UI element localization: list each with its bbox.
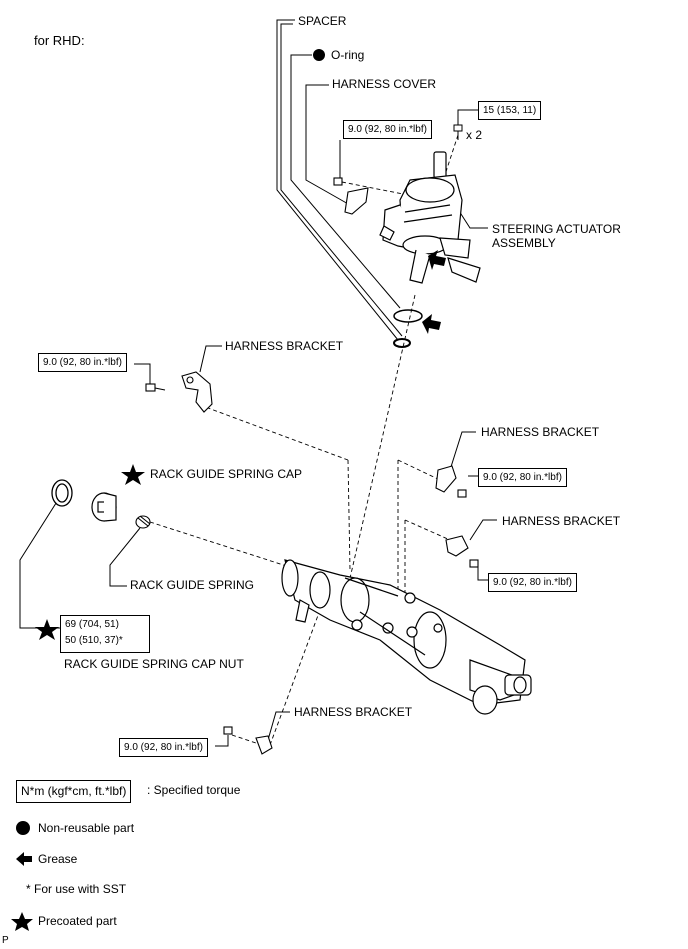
o-ring-leader [290, 54, 401, 309]
for-rhd-heading: for RHD: [34, 33, 85, 48]
rack-guide-spring-cap-nut-label: RACK GUIDE SPRING CAP NUT [64, 657, 244, 671]
o-ring-label: O-ring [331, 48, 365, 62]
top-bolt-torque-leader [457, 109, 478, 125]
axis-bottom-bracket [269, 609, 321, 746]
torque-box-cap-nut: 69 (704, 51) 50 (510, 37)* [60, 615, 150, 653]
rack-guide-spring-label: RACK GUIDE SPRING [130, 578, 255, 592]
spring-part [135, 515, 151, 529]
harness-bracket-right-2 [445, 535, 479, 568]
steering-actuator-assembly [379, 151, 481, 284]
rack-guide-spring-cap-label: RACK GUIDE SPRING CAP [150, 467, 303, 481]
torque-box-bracket-right1: 9.0 (92, 80 in.*lbf) [478, 468, 567, 487]
legend-non-reusable-dot [16, 821, 30, 835]
torque-box-bracket-left: 9.0 (92, 80 in.*lbf) [38, 353, 127, 372]
harness-bracket-left-label: HARNESS BRACKET [225, 339, 344, 353]
bracket-r2-torque-leader [477, 562, 492, 581]
legend-symbols [11, 821, 33, 931]
assembly-label: ASSEMBLY [492, 236, 556, 250]
bracket-r1-leader [449, 431, 476, 471]
torque-box-bracket-right2: 9.0 (92, 80 in.*lbf) [488, 573, 577, 592]
top-bolt [453, 124, 463, 140]
spacer-leader [276, 19, 399, 341]
bracket-bottom-torque-leader [215, 735, 229, 747]
o-ring-part [393, 309, 423, 323]
o-ring-non-reusable-dot [313, 49, 325, 61]
legend-non-reusable-label: Non-reusable part [38, 821, 135, 835]
harness-cover-leader [305, 84, 351, 206]
spacer-leader-inner [280, 23, 403, 337]
torque-box-top-bolt: 15 (153, 11) [478, 101, 542, 120]
bracket-left-torque-leader [134, 363, 151, 385]
bracket-left-leader [199, 345, 222, 373]
axis-r1 [397, 459, 441, 481]
harness-bracket-right2-label: HARNESS BRACKET [502, 514, 621, 528]
axis-r2 [404, 519, 451, 541]
torque-box-harness-cover: 9.0 (92, 80 in.*lbf) [343, 120, 432, 139]
legend-torque-desc: : Specified torque [147, 783, 241, 797]
star-spring-cap [121, 464, 145, 485]
spacer-part [393, 338, 411, 348]
axis-cover-bolt [341, 181, 409, 196]
spring-cap-part [91, 492, 117, 522]
harness-bracket-right-1 [435, 465, 467, 498]
axis-bracket-left-down [347, 459, 351, 571]
axis-bottom-bolt [231, 734, 263, 746]
axis-bracket-left [199, 404, 349, 461]
cap-nut-torque-2: 50 (510, 37)* [65, 635, 123, 646]
torque-box-bracket-bottom: 9.0 (92, 80 in.*lbf) [119, 738, 208, 757]
legend-torque-box: N*m (kgf*cm, ft.*lbf) [16, 780, 132, 803]
harness-bracket-bottom [223, 726, 273, 755]
legend-grease-label: Grease [38, 852, 78, 866]
illustration-code: P [2, 935, 9, 946]
steering-gear-housing [281, 559, 532, 715]
harness-bracket-right1-label: HARNESS BRACKET [481, 425, 600, 439]
legend-sst-note: * For use with SST [26, 882, 127, 896]
precoated-star-symbols [35, 49, 325, 640]
harness-cover-label: HARNESS COVER [332, 77, 437, 91]
cap-nut-leader [19, 499, 60, 629]
quantity-x2-label: x 2 [466, 128, 483, 142]
bracket-bottom-leader [267, 711, 290, 741]
grease-arrow-1 [428, 250, 446, 270]
legend-precoated-label: Precoated part [38, 914, 117, 928]
bracket-r2-leader [469, 519, 497, 541]
harness-bracket-bottom-label: HARNESS BRACKET [294, 705, 413, 719]
harness-bracket-left [145, 371, 213, 413]
steering-actuator-label: STEERING ACTUATOR [492, 222, 621, 236]
axis-actuator-to-gear [344, 294, 416, 601]
cap-nut-torque-1: 69 (704, 51) [65, 619, 119, 630]
grease-arrow-2 [422, 314, 441, 334]
legend-precoated-star [11, 912, 33, 931]
star-cap-nut [35, 619, 59, 640]
axis-top-bolt [439, 134, 459, 191]
legend-grease-arrow [16, 852, 32, 866]
rack-guide-spring-leader [109, 527, 141, 587]
harness-cover [333, 177, 369, 215]
cap-nut-part [51, 479, 73, 507]
spacer-label: SPACER [298, 14, 347, 28]
